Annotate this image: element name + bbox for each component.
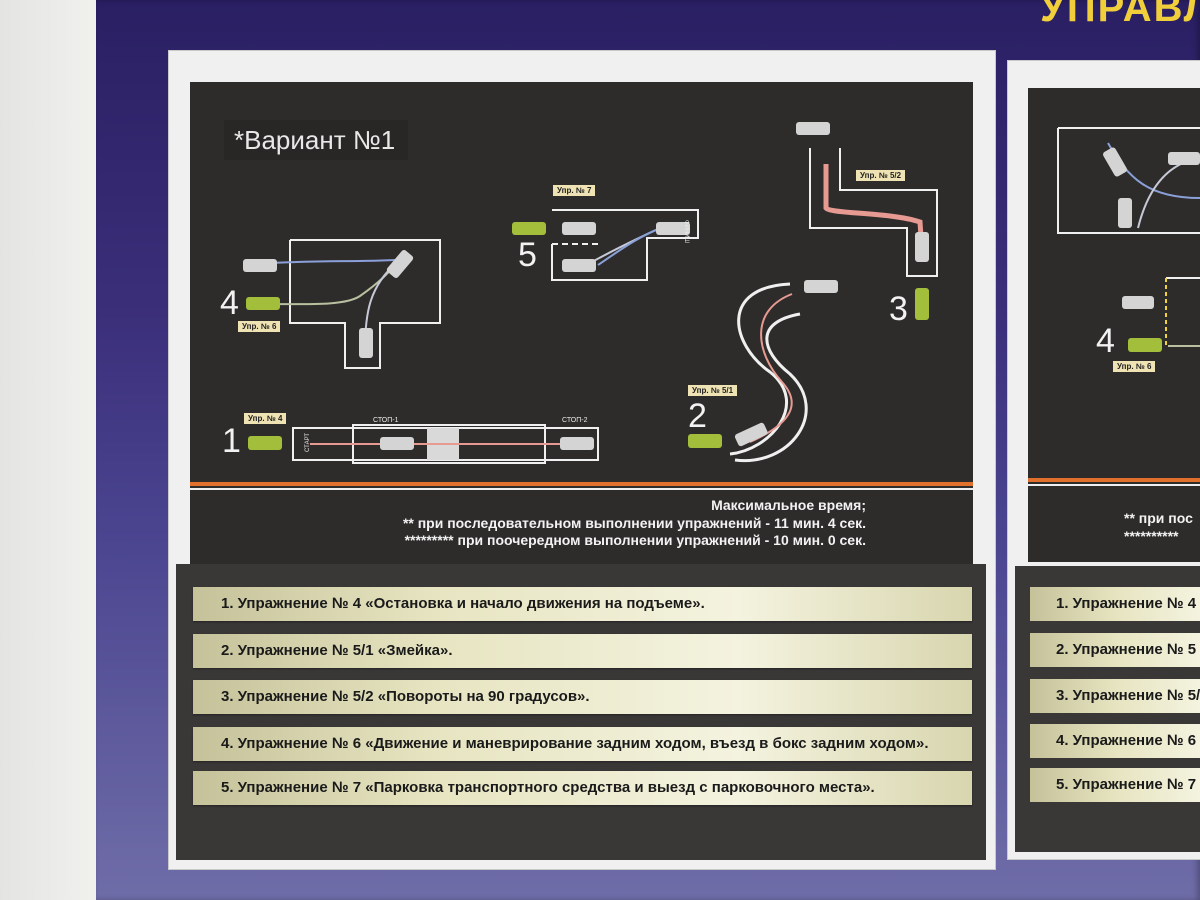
car-icon [562,259,596,272]
number-4: 4 [220,284,239,322]
stop1-label: СТОП-1 [373,417,399,424]
diagram-right-drawing [1028,127,1200,486]
car-icon [560,437,594,450]
car-icon [915,288,929,320]
right-exercise-item-4: 4. Упражнение № 6 [1030,724,1200,758]
tag-ex7: Упр. № 7 [553,185,596,196]
right-exercise-item-1: 1. Упражнение № 4 [1030,587,1200,621]
right-exercise-item-3: 3. Упражнение № 5/ [1030,679,1200,713]
exercise-item-1: 1. Упражнение № 4 «Остановка и начало дв… [193,587,972,621]
car-icon [246,297,280,310]
wall [0,0,100,900]
diagram-left: СТОП-1 СТОП-2 СТАРТ ФИНИШ [190,82,973,564]
snake-inner [734,312,808,463]
variant-title: *Вариант №1 [224,120,408,160]
tag-ex51: Упр. № 5/1 [688,385,738,396]
exercise-item-4: 4. Упражнение № 6 «Движение и маневриров… [193,727,972,761]
car-icon [386,250,414,278]
car-icon [915,232,929,262]
car-icon [656,222,690,235]
car-icon [248,436,282,450]
max-time-line1: ** при последовательном выполнении упраж… [402,515,866,531]
exercise-7-layout [551,209,699,281]
exercise-item-2: 2. Упражнение № 5/1 «Змейка». [193,634,972,668]
tag-ex6: Упр. № 6 [238,321,281,332]
snake-path [749,293,793,443]
right-time-line2: ********** [1124,528,1179,544]
turns-path [823,164,925,253]
board-title: УПРАВЛ [1040,0,1200,30]
tag-ex52: Упр. № 5/2 [856,170,906,181]
start-label: СТАРТ [305,433,311,452]
car-icon [796,122,830,135]
car-icon [734,422,768,447]
max-time-title: Максимальное время; [711,497,866,513]
right-time-line1: ** при пос [1124,510,1193,526]
car-icon [562,222,596,235]
diagram-left-drawing: СТОП-1 СТОП-2 СТАРТ ФИНИШ [190,122,973,490]
right-number-4: 4 [1096,322,1115,360]
finish-label: ФИНИШ [683,220,689,243]
exercise-5-2-layout [809,148,938,277]
right-tag-ex6: Упр. № 6 [1113,361,1156,372]
number-1: 1 [222,422,241,460]
car-icon [380,437,414,450]
divider-line [190,488,973,490]
exercise-item-3: 3. Упражнение № 5/2 «Повороты на 90 град… [193,680,972,714]
tag-ex4: Упр. № 4 [244,413,287,424]
max-time-line2: ********* при поочередном выполнении упр… [404,532,866,548]
number-2: 2 [688,397,707,435]
divider-bar [190,482,973,486]
car-icon [243,259,277,272]
snake-outer [729,282,791,456]
stop2-label: СТОП-2 [562,417,588,424]
number-3: 3 [889,290,908,328]
car-icon [804,280,838,293]
diagram-right [1028,88,1200,562]
car-icon [688,434,722,448]
right-exercise-item-2: 2. Упражнение № 5 [1030,633,1200,667]
exercise-item-5: 5. Упражнение № 7 «Парковка транспортног… [193,771,972,805]
right-exercise-item-5: 5. Упражнение № 7 [1030,768,1200,802]
number-5: 5 [518,236,537,274]
car-icon [512,222,546,235]
car-icon [359,328,373,358]
exercise-6-layout [289,239,441,369]
